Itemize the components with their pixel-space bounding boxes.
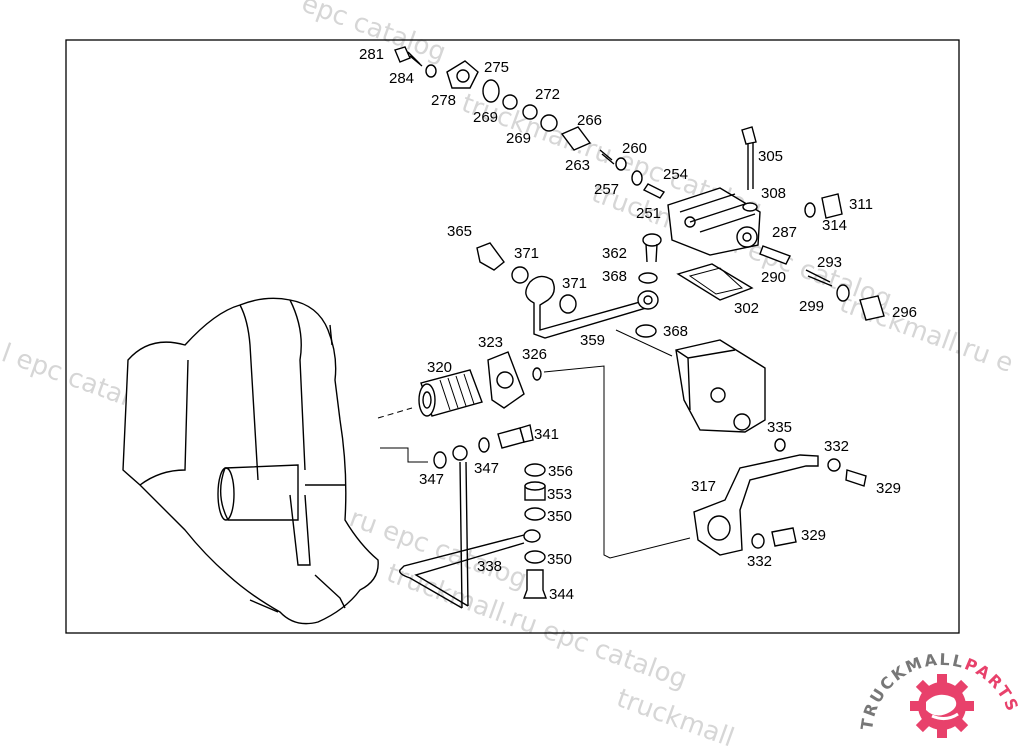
part-label: 299	[799, 298, 824, 315]
part-number-labels: 281 284 278 275 269 272 269 266 263 260 …	[359, 46, 917, 603]
hollow-bolt-362	[638, 233, 662, 284]
part-label: 311	[849, 196, 873, 213]
screen-302	[676, 263, 754, 301]
part-label: 353	[547, 486, 572, 503]
part-label: 341	[534, 426, 559, 443]
part-label: 326	[522, 346, 547, 363]
part-label: 302	[734, 300, 759, 317]
fitting-287	[759, 245, 791, 265]
gasket-323	[487, 351, 525, 409]
part-label: 356	[548, 463, 573, 480]
part-label: 263	[565, 157, 590, 174]
part-label: 323	[478, 334, 503, 351]
part-label: 347	[474, 460, 499, 477]
part-label: 257	[594, 181, 619, 198]
part-label: 278	[431, 92, 456, 109]
part-label: 275	[484, 59, 509, 76]
banjo-365	[476, 242, 505, 271]
part-label: 317	[691, 478, 716, 495]
gear-icon	[910, 674, 974, 738]
part-label: 314	[822, 217, 847, 234]
valve-body-251	[667, 187, 761, 256]
part-label: 287	[772, 224, 797, 241]
gearbox-housing	[122, 297, 428, 625]
truckmall-parts-logo: TRUCKMALLPARTS	[857, 650, 1021, 738]
part-label: 266	[577, 112, 602, 129]
part-label: 335	[767, 419, 792, 436]
washer-368	[635, 324, 657, 338]
part-label: 329	[801, 527, 826, 544]
part-label: 371	[514, 245, 539, 262]
pipe-359	[511, 266, 659, 339]
seal-ring-326	[532, 367, 542, 381]
banjo-bolt-group	[433, 424, 534, 469]
part-label: 254	[663, 166, 688, 183]
part-label: 344	[549, 586, 574, 603]
part-label: 371	[562, 275, 587, 292]
part-label: 284	[389, 70, 414, 87]
part-label: 290	[761, 269, 786, 286]
pump-housing	[675, 339, 766, 433]
part-label: 296	[892, 304, 917, 321]
part-label: 320	[427, 359, 452, 376]
leader-line	[543, 365, 691, 559]
banjo-stack	[522, 463, 548, 599]
part-label: 362	[602, 245, 627, 262]
part-label: 305	[758, 148, 783, 165]
part-label: 332	[824, 438, 849, 455]
filter-element-320	[418, 369, 483, 417]
plug-296-group	[805, 269, 885, 321]
part-label: 329	[876, 480, 901, 497]
drawing	[122, 46, 885, 625]
part-label: 332	[747, 553, 772, 570]
part-label: 293	[817, 254, 842, 271]
diagram-frame	[65, 39, 960, 634]
part-label: 365	[447, 223, 472, 240]
bolt-305	[741, 126, 758, 212]
part-label: 281	[359, 46, 384, 63]
part-label: 338	[477, 558, 502, 575]
part-label: 350	[547, 508, 572, 525]
part-label: 368	[663, 323, 688, 340]
lever-317	[693, 438, 867, 556]
part-label: 272	[535, 86, 560, 103]
part-label: 269	[506, 130, 531, 147]
plug-311-314	[804, 193, 843, 219]
part-label: 350	[547, 551, 572, 568]
watermark-text: truckmall	[613, 683, 738, 750]
part-label: 260	[622, 140, 647, 157]
part-label: 347	[419, 471, 444, 488]
part-label: 368	[602, 268, 627, 285]
part-label: 269	[473, 109, 498, 126]
oil-pipe-338	[399, 445, 541, 609]
part-label: 359	[580, 332, 605, 349]
part-label: 308	[761, 185, 786, 202]
leader-line	[615, 329, 673, 357]
top-assembly-chain	[394, 46, 666, 199]
part-label: 251	[636, 205, 661, 222]
